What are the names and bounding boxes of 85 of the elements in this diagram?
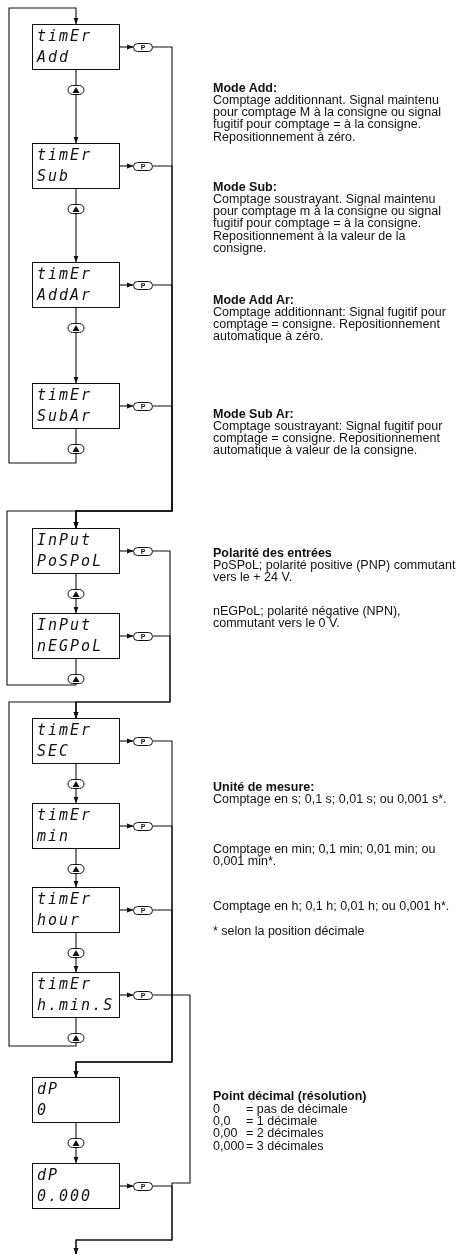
connector-arrow <box>119 823 134 829</box>
lcd-display <box>32 613 120 659</box>
value-description: = 2 décimales <box>246 1127 324 1140</box>
description-text: Comptage additionnant. Signal maintenu pour comptage M à la consigne ou signal fugitif pour comptage = à la consigne. Repositionnement à zéro. <box>213 94 442 143</box>
connector-arrow <box>119 548 134 554</box>
section-heading: Unité de mesure: <box>213 781 316 794</box>
connector-arrow <box>73 848 79 888</box>
lcd-display <box>32 1163 120 1209</box>
display-text: dP <box>37 1167 60 1184</box>
connector-arrow <box>73 932 79 973</box>
display-text: Sub <box>37 168 71 185</box>
description-text: * selon la position décimale <box>213 925 366 938</box>
connector-arrow <box>119 282 134 288</box>
display-text: 0.000 <box>37 1188 94 1205</box>
lcd-display <box>32 383 120 429</box>
connector-arrow <box>119 1183 134 1189</box>
connector-arrow <box>73 1122 79 1164</box>
display-text: min <box>37 828 71 845</box>
connector-arrow <box>73 573 79 614</box>
display-text: PoSPoL <box>37 553 104 570</box>
value-code: 0 <box>213 1103 220 1116</box>
connector-arrow <box>73 763 79 804</box>
display-text: Add <box>37 49 71 66</box>
description-text: Comptage en s; 0,1 s; 0,01 s; ou 0,001 s*. <box>213 793 448 806</box>
value-description: = 1 décimale <box>246 1115 318 1128</box>
display-text: timEr <box>37 387 93 404</box>
description-text: Comptage soustrayant: Signal fugitif pour comptage = consigne. Repositionnement automatique à valeur de la consigne. <box>213 420 444 457</box>
description-text: PoSPoL; polarité positive (PNP) commutant vers le + 24 V. <box>213 559 457 584</box>
display-text: nEGPoL <box>37 638 104 655</box>
connector-arrow <box>8 7 79 464</box>
description-text: nEGPoL; polarité négative (NPN), commutant vers le 0 V. <box>213 605 402 630</box>
description-text: Comptage soustrayant. Signal maintenu pour comptage m à la consigne ou signal fugitif pour comptage = à la consigne. Repositionnement à la valeur de la consigne. <box>213 193 442 254</box>
value-code: 0,00 <box>213 1127 238 1140</box>
description-text: Comptage en min; 0,1 min; 0,01 min; ou 0,001 min*. <box>213 843 437 868</box>
section-heading: Mode Add Ar: <box>213 294 295 307</box>
value-code: 0,0 <box>213 1115 231 1128</box>
section-heading: Polarité des entrées <box>213 547 333 560</box>
connector-arrow <box>8 701 79 1047</box>
lcd-display <box>32 528 120 574</box>
description-text: Comptage additionnant: Signal fugitif pour comptage = consigne. Repositionnement automatique à zéro. <box>213 306 447 343</box>
lcd-display <box>32 1077 120 1123</box>
section-heading: Mode Add: <box>213 82 279 95</box>
display-text: timEr <box>37 722 93 739</box>
display-text: timEr <box>37 266 93 283</box>
lcd-display <box>32 972 120 1018</box>
lcd-display <box>32 262 120 308</box>
display-text: InPut <box>37 617 93 634</box>
section-heading: Mode Sub: <box>213 181 278 194</box>
connector-arrow <box>119 738 134 744</box>
connector-arrow <box>119 44 134 50</box>
lcd-display <box>32 803 120 849</box>
connector-arrow <box>119 633 134 639</box>
display-text: timEr <box>37 147 93 164</box>
description-text: Comptage en h; 0,1 h; 0,01 h; ou 0,001 h*. <box>213 900 451 913</box>
value-description: = pas de décimale <box>246 1103 348 1116</box>
display-text: h.min.S <box>37 997 115 1014</box>
lcd-display <box>32 718 120 764</box>
display-text: SubAr <box>37 408 93 425</box>
value-description: = 3 décimales <box>246 1139 324 1152</box>
display-text: timEr <box>37 976 93 993</box>
connector-arrow <box>73 909 173 1078</box>
display-text: SEC <box>37 743 71 760</box>
connector-arrow <box>73 69 79 144</box>
connector-arrow <box>119 403 134 409</box>
section-heading: Mode Sub Ar: <box>213 408 295 421</box>
connector-arrow <box>119 907 134 913</box>
connector-arrow <box>73 307 79 384</box>
display-text: hour <box>37 912 82 929</box>
display-text: InPut <box>37 532 93 549</box>
connector-arrow <box>6 510 79 686</box>
connector-arrow <box>119 992 134 998</box>
display-text: timEr <box>37 28 93 45</box>
connector-arrow <box>73 1185 173 1255</box>
value-code: 0,000 <box>213 1139 245 1152</box>
section-heading: Point décimal (résolution) <box>213 1090 368 1103</box>
display-text: timEr <box>37 891 93 908</box>
lcd-display <box>32 24 120 70</box>
display-text: 0 <box>37 1102 50 1119</box>
lcd-display <box>32 887 120 933</box>
display-text: dP <box>37 1081 60 1098</box>
connector-arrow <box>119 163 134 169</box>
display-text: timEr <box>37 807 93 824</box>
connector-arrow <box>73 188 79 263</box>
display-text: AddAr <box>37 287 93 304</box>
lcd-display <box>32 143 120 189</box>
